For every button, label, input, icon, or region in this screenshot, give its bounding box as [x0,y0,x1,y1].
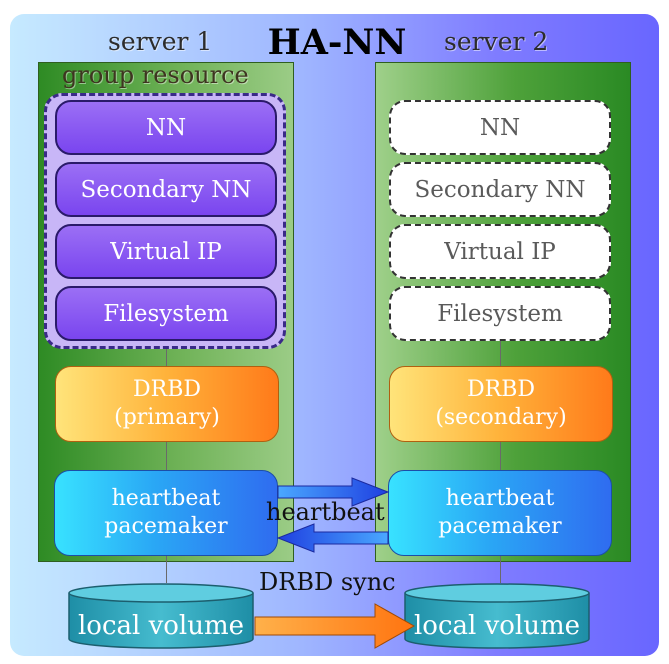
drbd-primary-box: DRBD (primary) [55,366,279,442]
connector-line [500,340,501,366]
server2-resource-virtual-ip: Virtual IP [389,224,611,279]
connector-line [500,556,501,583]
heartbeat-arrow-left [276,523,389,553]
connector-line [166,442,167,470]
heartbeat-box-server-2: heartbeat pacemaker [388,470,612,556]
heartbeat-box-line2: pacemaker [438,514,562,539]
local-volume-cylinder-1 [68,583,254,649]
heartbeat-link-label: heartbeat [266,498,385,526]
server1-resource-filesystem: Filesystem [55,286,277,341]
server2-resource-filesystem: Filesystem [389,286,611,341]
server-2-label: server 2 [444,27,549,56]
drbd-secondary-title: DRBD [466,377,535,402]
connector-line [500,442,501,470]
drbd-secondary-role: (secondary) [435,405,567,430]
drbd-primary-title: DRBD [132,377,201,402]
server1-resource-nn: NN [55,100,277,155]
heartbeat-arrow-right [277,477,390,507]
drbd-sync-arrow [254,603,416,649]
group-resource-label: group resource [62,61,249,89]
server2-resource-secondary-nn: Secondary NN [389,162,611,217]
drbd-sync-label: DRBD sync [259,568,396,596]
diagram-title: HA-NN [267,22,407,63]
heartbeat-box-line2: pacemaker [104,514,228,539]
server-1-label: server 1 [108,27,213,56]
heartbeat-box-server-1: heartbeat pacemaker [54,470,278,556]
heartbeat-box-line1: heartbeat [111,486,221,511]
server1-resource-secondary-nn: Secondary NN [55,162,277,217]
local-volume-cylinder-2 [404,583,590,649]
local-volume-label-2: local volume [413,611,581,641]
local-volume-label-1: local volume [77,611,245,641]
heartbeat-box-line1: heartbeat [445,486,555,511]
connector-line [166,556,167,583]
drbd-primary-role: (primary) [114,405,220,430]
connector-line [166,349,167,366]
server2-resource-nn: NN [389,100,611,155]
drbd-secondary-box: DRBD (secondary) [389,366,613,442]
server1-resource-virtual-ip: Virtual IP [55,224,277,279]
